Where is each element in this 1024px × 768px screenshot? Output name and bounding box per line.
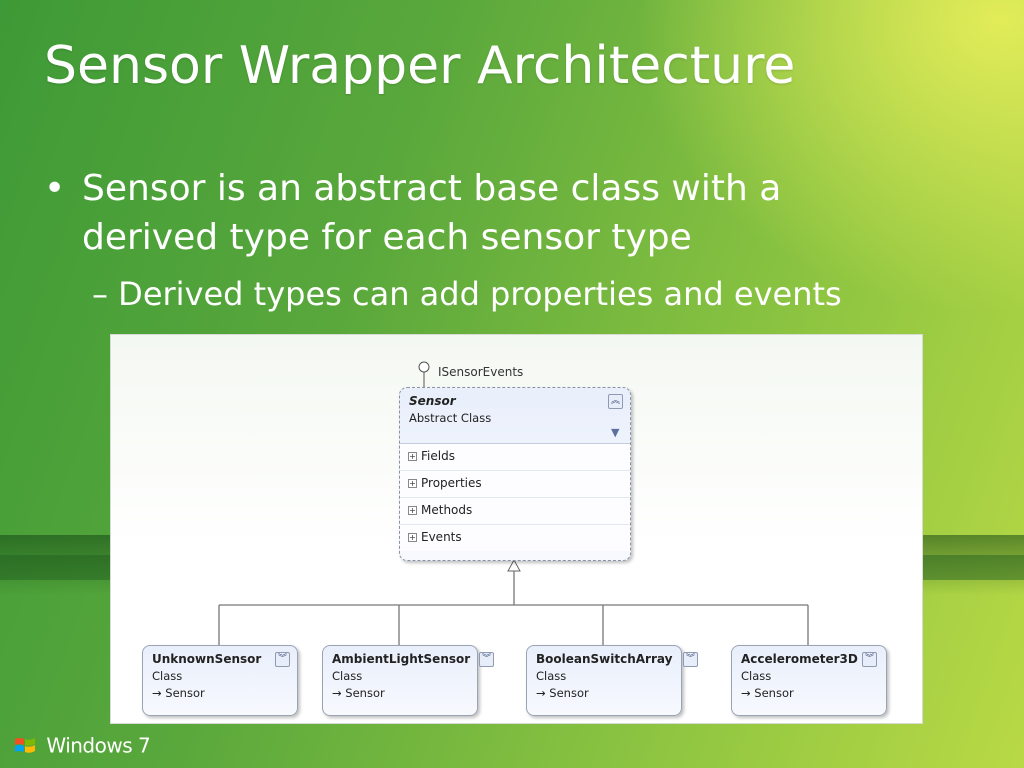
- sub-bullet-1: – Derived types can add properties and e…: [92, 272, 992, 316]
- section-events[interactable]: + Events: [400, 525, 630, 551]
- section-fields[interactable]: + Fields: [400, 444, 630, 471]
- expand-chevron-icon[interactable]: ︾: [479, 652, 494, 667]
- class-name: Sensor: [409, 394, 456, 408]
- class-name: AmbientLightSensor: [332, 652, 471, 666]
- class-diagram: ISensorEvents Sensor Abstract Class ︽ ▼ …: [110, 334, 923, 724]
- expand-plus-icon[interactable]: +: [408, 533, 417, 542]
- sub-bullet-marker: –: [92, 275, 108, 313]
- class-name: Accelerometer3D: [741, 652, 858, 666]
- class-base: → Sensor: [741, 686, 794, 700]
- header-divider: [400, 443, 630, 444]
- expand-plus-icon[interactable]: +: [408, 506, 417, 515]
- expand-plus-icon[interactable]: +: [408, 479, 417, 488]
- section-methods[interactable]: + Methods: [400, 498, 630, 525]
- interface-lollipop-icon: [418, 361, 430, 373]
- filter-funnel-icon[interactable]: ▼: [611, 426, 620, 439]
- class-kind: Class: [332, 669, 363, 683]
- class-base: → Sensor: [152, 686, 205, 700]
- sensor-class-box[interactable]: Sensor Abstract Class ︽ ▼ + Fields + Pro…: [399, 387, 631, 561]
- class-box-ambientlightsensor[interactable]: AmbientLightSensor Class → Sensor ︾: [322, 645, 494, 716]
- section-label: Events: [421, 530, 462, 544]
- collapse-chevron-icon[interactable]: ︽: [608, 394, 623, 409]
- windows7-text: Windows 7: [46, 733, 151, 758]
- expand-chevron-icon[interactable]: ︾: [862, 652, 877, 667]
- slide-title: Sensor Wrapper Architecture: [44, 36, 796, 96]
- section-properties[interactable]: + Properties: [400, 471, 630, 498]
- sub-bullet-1-text: Derived types can add properties and eve…: [118, 275, 842, 313]
- class-box-unknownsensor[interactable]: UnknownSensor Class → Sensor ︾: [142, 645, 298, 716]
- class-name: UnknownSensor: [152, 652, 262, 666]
- expand-chevron-icon[interactable]: ︾: [275, 652, 290, 667]
- inheritance-arrow-icon: [507, 558, 521, 572]
- section-label: Methods: [421, 503, 473, 517]
- section-label: Properties: [421, 476, 482, 490]
- class-box-accelerometer3d[interactable]: Accelerometer3D Class → Sensor ︾: [731, 645, 887, 716]
- expand-plus-icon[interactable]: +: [408, 452, 417, 461]
- bullet-marker: •: [44, 168, 66, 209]
- class-kind: Class: [152, 669, 183, 683]
- interface-label: ISensorEvents: [438, 365, 524, 379]
- windows7-branding: Windows 7: [14, 732, 151, 760]
- class-box-booleanswitcharray[interactable]: BooleanSwitchArray Class → Sensor ︾: [526, 645, 698, 716]
- class-kind: Class: [536, 669, 567, 683]
- bullet-1-text: Sensor is an abstract base class with a …: [82, 168, 782, 258]
- class-kind: Abstract Class: [409, 411, 492, 425]
- section-label: Fields: [421, 449, 455, 463]
- class-base: → Sensor: [332, 686, 385, 700]
- windows-logo-icon: [15, 737, 35, 753]
- class-base: → Sensor: [536, 686, 589, 700]
- expand-chevron-icon[interactable]: ︾: [683, 652, 698, 667]
- class-kind: Class: [741, 669, 772, 683]
- class-name: BooleanSwitchArray: [536, 652, 673, 666]
- diagram-connectors: [218, 361, 809, 645]
